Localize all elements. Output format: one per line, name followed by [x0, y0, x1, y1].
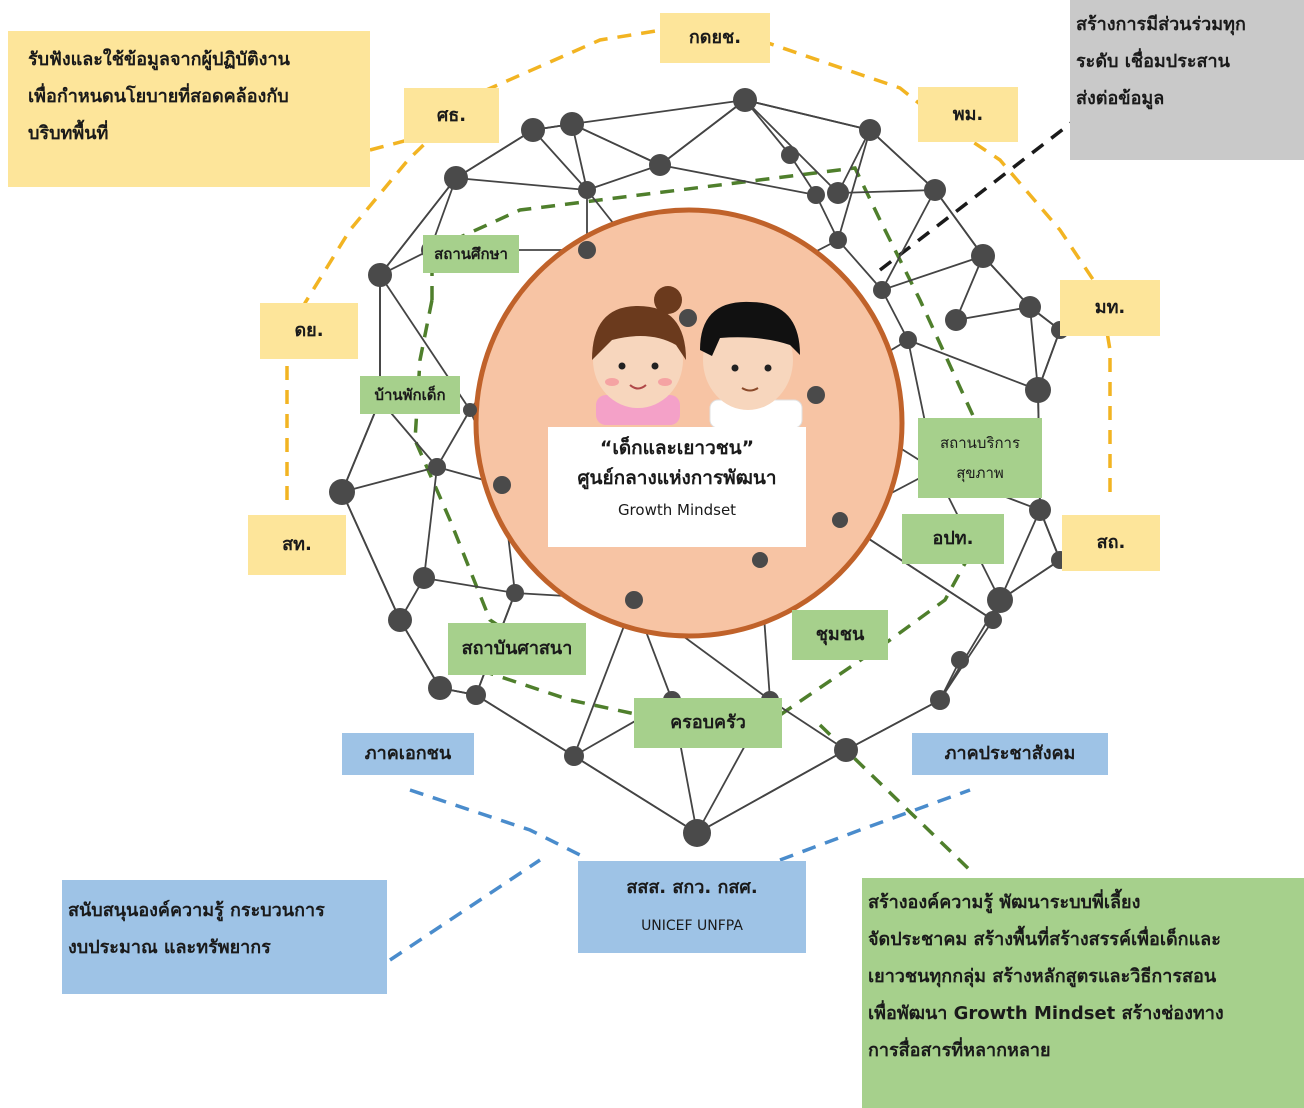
setting-box-school: สถานศึกษา [423, 235, 519, 273]
setting-health-line1: สถานบริการ [939, 434, 1021, 452]
children-illustration [592, 286, 803, 429]
agency-box-st: สท. [248, 515, 346, 575]
setting-box-health: สถานบริการ สุขภาพ [918, 418, 1042, 498]
agency-box-mod: กดยช. [660, 13, 770, 63]
agency-box-moe: ศธ. [404, 88, 499, 143]
setting-box-childhome: บ้านพักเด็ก [360, 376, 460, 414]
participation-note-connector [878, 118, 1077, 272]
center-title: “เด็กและเยาวชน” [599, 437, 755, 459]
agency-box-dy: ดย. [260, 303, 358, 359]
knowledge-note: สร้างองค์ความรู้ พัฒนาระบบพี่เลี้ยง จัดป… [862, 878, 1304, 1108]
center-card: “เด็กและเยาวชน” ศูนย์กลางแห่งการพัฒนา Gr… [548, 427, 806, 547]
sector-box-partners: สสส. สกว. กสศ. UNICEF UNFPA [578, 861, 806, 953]
agency-box-mdes: พม. [918, 87, 1018, 142]
agency-box-moi: มท. [1060, 280, 1160, 336]
sector-box-civil: ภาคประชาสังคม [912, 733, 1108, 775]
setting-ring-connector-bottom [479, 668, 641, 717]
agency-box-sd: สถ. [1062, 515, 1160, 571]
support-note-connector [389, 858, 541, 962]
center-subtitle: ศูนย์กลางแห่งการพัฒนา [577, 467, 777, 489]
participation-note: สร้างการมีส่วนร่วมทุก ระดับ เชื่อมประสาน… [1070, 0, 1304, 160]
policy-note-connector [369, 138, 409, 152]
setting-box-religion: สถาบันศาสนา [448, 623, 586, 675]
setting-box-lao: อปท. [902, 514, 1004, 564]
setting-health-line2: สุขภาพ [956, 464, 1004, 482]
policy-note: รับฟังและใช้ข้อมูลจากผู้ปฏิบัติงาน เพื่อ… [8, 31, 370, 187]
center-tagline: Growth Mindset [617, 501, 737, 519]
setting-box-community: ชุมชน [792, 610, 888, 660]
support-note: สนับสนุนองค์ความรู้ กระบวนการ งบประมาณ แ… [62, 880, 387, 994]
sector-ring-connector-right [779, 788, 971, 862]
sector-ring-connector [409, 788, 581, 857]
setting-box-family: ครอบครัว [634, 698, 782, 748]
sector-partners-line2: UNICEF UNFPA [641, 918, 743, 934]
center-circle [473, 207, 905, 639]
sector-partners-line1: สสส. สกว. กสศ. [626, 877, 758, 898]
sector-box-private: ภาคเอกชน [342, 733, 474, 775]
